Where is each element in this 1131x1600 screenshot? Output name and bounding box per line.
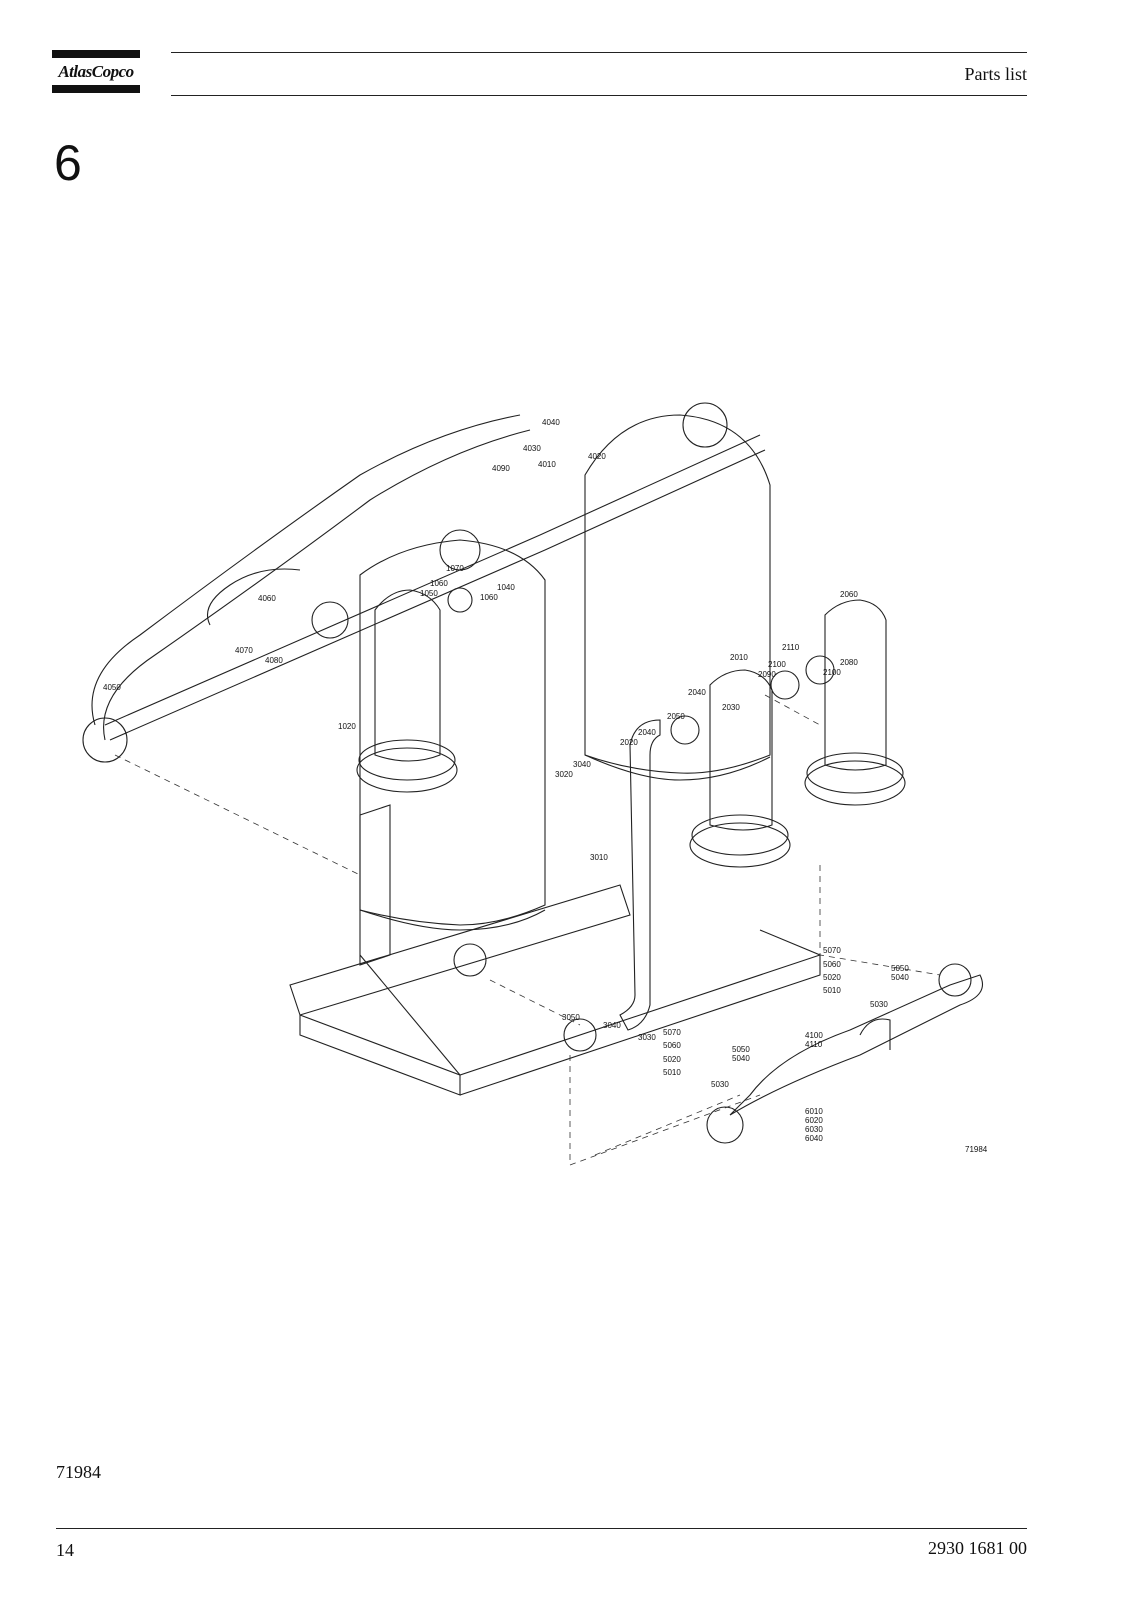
diagram-svg: 4040 4030 4010 4020 4090 1070 1060 1050 …: [82, 402, 988, 1166]
callout: 3040: [573, 760, 591, 769]
callout: 6030: [805, 1125, 823, 1134]
callout: 4060: [258, 594, 276, 603]
atlas-copco-logo: AtlasCopco: [52, 50, 140, 93]
callout: 5010: [823, 986, 841, 995]
callout: 6020: [805, 1116, 823, 1125]
callout: 4050: [103, 683, 121, 692]
callout: 2030: [722, 703, 740, 712]
callout: 2050: [667, 712, 685, 721]
document-number: 2930 1681 00: [928, 1538, 1027, 1558]
callout: 4040: [542, 418, 560, 427]
callout: 5070: [663, 1028, 681, 1037]
callout: 5020: [823, 973, 841, 982]
callout: 2110: [782, 643, 800, 652]
callout: 6010: [805, 1107, 823, 1116]
header-rule-bottom: [171, 95, 1027, 96]
callout: 5050: [732, 1045, 750, 1054]
callout: 3050: [562, 1013, 580, 1022]
logo-bar-bottom: [52, 85, 140, 93]
callout-labels: 4040 4030 4010 4020 4090 1070 1060 1050 …: [103, 418, 988, 1154]
callout: 5060: [663, 1041, 681, 1050]
exploded-parts-diagram: 4040 4030 4010 4020 4090 1070 1060 1050 …: [60, 395, 1040, 1195]
callout: 2060: [840, 590, 858, 599]
callout: 3010: [590, 853, 608, 862]
callout: 5010: [663, 1068, 681, 1077]
callout: 4080: [265, 656, 283, 665]
callout: 4030: [523, 444, 541, 453]
callout: 4020: [588, 452, 606, 461]
logo-text: AtlasCopco: [58, 62, 134, 81]
header-title: Parts list: [964, 64, 1027, 84]
callout: 3040: [603, 1021, 621, 1030]
callout: 1020: [338, 722, 356, 731]
figure-id: 71984: [56, 1462, 101, 1482]
callout: 5060: [823, 960, 841, 969]
callout: 5020: [663, 1055, 681, 1064]
logo-bar-top: [52, 50, 140, 58]
callout: 1050: [420, 589, 438, 598]
callout: 1060: [430, 579, 448, 588]
callout: 4070: [235, 646, 253, 655]
callout: 3030: [638, 1033, 656, 1042]
callout: 5050: [891, 964, 909, 973]
callout: 3020: [555, 770, 573, 779]
callout: 1070: [446, 564, 464, 573]
callout: 2010: [730, 653, 748, 662]
callout: 2040: [638, 728, 656, 737]
callout: 4090: [492, 464, 510, 473]
drawing-number: 71984: [965, 1145, 988, 1154]
callout: 2080: [840, 658, 858, 667]
callout: 5070: [823, 946, 841, 955]
callout: 4100: [805, 1031, 823, 1040]
callout: 2100: [823, 668, 841, 677]
header-rule-top: [171, 52, 1027, 53]
callout: 1040: [497, 583, 515, 592]
callout: 4010: [538, 460, 556, 469]
callout: 5040: [891, 973, 909, 982]
callout: 6040: [805, 1134, 823, 1143]
footer-rule: [56, 1528, 1027, 1529]
chapter-number: 6: [54, 135, 82, 191]
page-number: 14: [56, 1540, 74, 1560]
callout: 5030: [870, 1000, 888, 1009]
callout: 2020: [620, 738, 638, 747]
callout: 2040: [688, 688, 706, 697]
callout: 4110: [805, 1040, 823, 1049]
callout: 5030: [711, 1080, 729, 1089]
callout: 2100: [768, 660, 786, 669]
callout: 5040: [732, 1054, 750, 1063]
callout: 1060: [480, 593, 498, 602]
callout: 2090: [758, 670, 776, 679]
